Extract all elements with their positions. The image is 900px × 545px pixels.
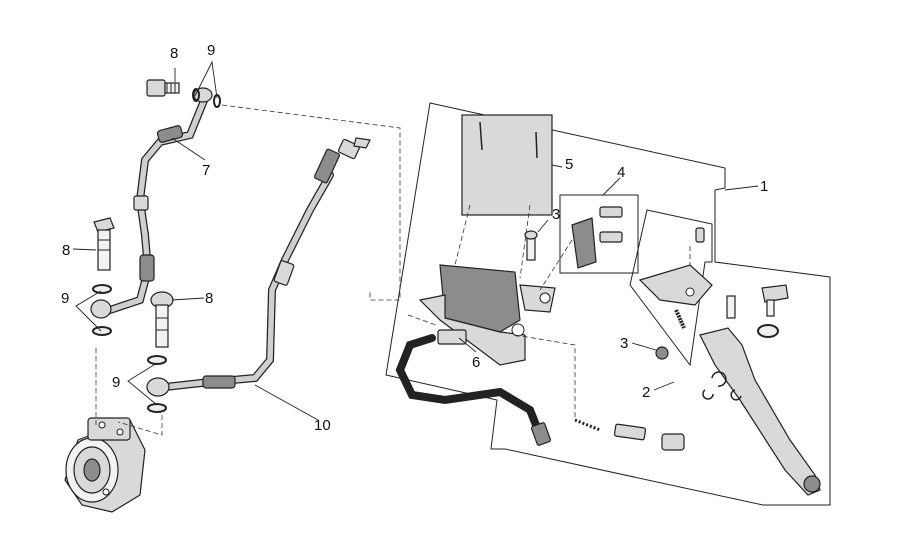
- banjo-bolt-lower: [150, 291, 174, 348]
- callout-10: 10: [314, 417, 331, 434]
- clutch-switch: [395, 329, 552, 446]
- callout-labels: 1 2 3 3 4 5 6 7 8 8 8 9 9 9 10: [61, 42, 768, 434]
- lever-bracket: [638, 227, 713, 329]
- callout-9-middle: 9: [61, 290, 69, 307]
- handlebar-clamp: [559, 194, 639, 274]
- callout-7: 7: [202, 162, 210, 179]
- callout-8-top: 8: [170, 45, 178, 62]
- callout-1: 1: [760, 178, 768, 195]
- lever-hardware: [702, 284, 789, 401]
- clutch-hose-upper: [90, 87, 213, 319]
- clutch-lever: [699, 327, 821, 496]
- lever-nut: [655, 346, 669, 360]
- assembly-dashed-lines: [95, 104, 691, 436]
- callout-8-middle: 8: [62, 242, 70, 259]
- callout-8-lower: 8: [205, 290, 213, 307]
- callout-3-screw: 3: [552, 206, 560, 223]
- leader-lines: [72, 60, 759, 421]
- callout-9-top: 9: [207, 42, 215, 59]
- callout-4: 4: [617, 164, 625, 181]
- callout-6: 6: [472, 354, 480, 371]
- pivot-screw: [524, 230, 538, 261]
- master-cylinder-assembly-frame: [385, 102, 831, 506]
- callout-2: 2: [642, 384, 650, 401]
- callout-5: 5: [565, 156, 573, 173]
- banjo-bolt-top: [146, 79, 180, 97]
- callout-9-lower: 9: [112, 374, 120, 391]
- callout-3-nut: 3: [620, 335, 628, 352]
- sealing-washers: [92, 88, 221, 413]
- reservoir-cover: [461, 114, 553, 216]
- clutch-master-cylinder-body: [418, 264, 556, 366]
- clutch-slave-cylinder: [64, 417, 146, 513]
- clutch-hose-lower: [146, 137, 371, 397]
- piston-kit: [574, 418, 685, 451]
- banjo-bolt-middle: [93, 217, 115, 271]
